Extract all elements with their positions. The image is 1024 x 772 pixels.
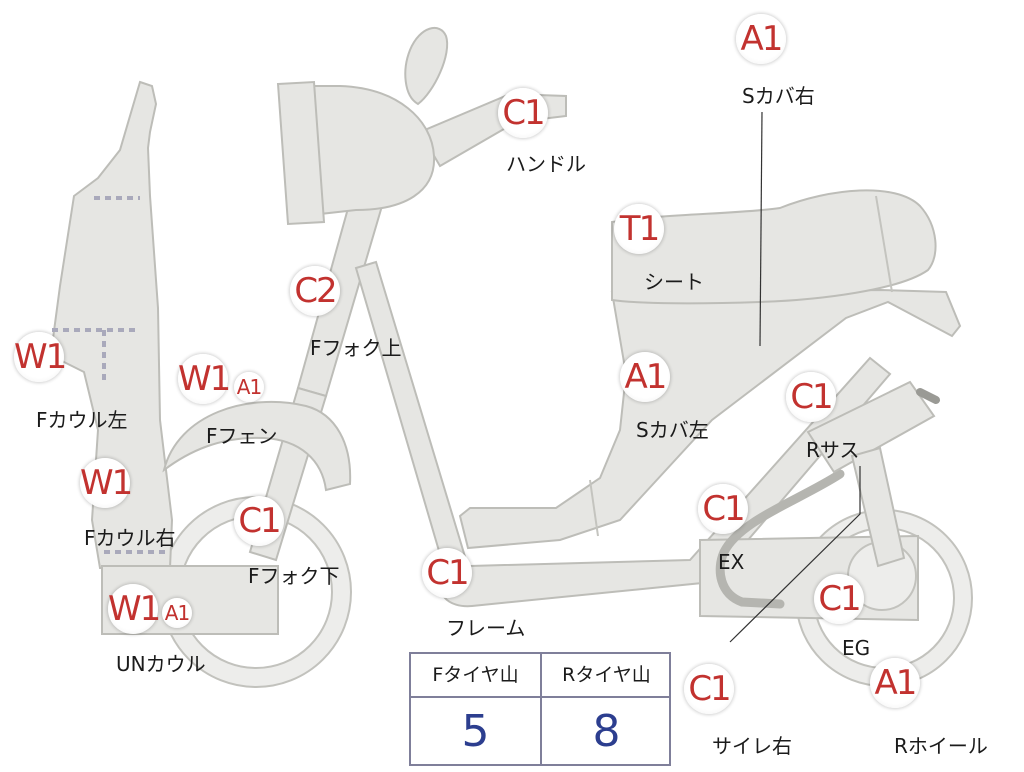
rear-shock-shape: [850, 446, 906, 568]
engine-code-badge: C1: [814, 574, 864, 624]
muffler-right-code-badge: C1: [684, 664, 734, 714]
handle-code-badge: C1: [498, 88, 548, 138]
leader-seat-cover-right: [759, 111, 763, 347]
cover-seam: [589, 479, 599, 537]
tire-table-divider: [540, 654, 542, 764]
frame-down-tube-shape: [354, 260, 468, 570]
front-fender-code-badge: W1: [178, 354, 231, 404]
front-fork-upper-code-badge: C2: [290, 266, 340, 316]
rear-tire-value: 8: [592, 706, 621, 757]
rear-suspension-label: Rサス: [806, 438, 860, 462]
front-fender-label: Fフェン: [206, 424, 278, 448]
leader-muffler-right: [729, 466, 861, 643]
exhaust-label: EX: [718, 550, 745, 574]
seat-cover-shape: [458, 288, 962, 550]
front-cowl-right-label: Fカウル右: [84, 526, 176, 550]
engine-label: EG: [842, 636, 871, 660]
handle-label: ハンドル: [506, 152, 586, 176]
under-cowl-code-badge: W1: [108, 584, 161, 634]
seat-shape: [611, 189, 937, 305]
exhaust-pipe: [715, 469, 845, 609]
under-cowl-code-badge-2: A1: [162, 598, 192, 628]
headlight-shape: [404, 26, 449, 106]
shock-bolt: [916, 388, 940, 404]
under-cowl-label: UNカウル: [116, 652, 206, 676]
frame-code-badge: C1: [422, 548, 472, 598]
rear-suspension-shape: [806, 380, 936, 474]
front-fender-code-badge-2: A1: [234, 372, 264, 402]
rear-wheel-label: Rホイール: [894, 734, 988, 758]
frame-label: フレーム: [446, 616, 526, 640]
front-fork-lower-code-badge: C1: [234, 496, 284, 546]
muffler-right-label: サイレ右: [712, 734, 792, 758]
seat-cover-left-code-badge: A1: [620, 352, 670, 402]
front-tire-value: 5: [461, 706, 490, 757]
rear-wheel-code-badge: A1: [870, 658, 920, 708]
front-cowl-left-label: Fカウル左: [36, 408, 128, 432]
front-cowl-right-code-badge: W1: [80, 458, 133, 508]
front-fork-upper-label: Fフォク上: [310, 336, 402, 360]
seat-cover-left-label: Sカバ左: [636, 418, 709, 442]
seat-cover-right-code-badge: A1: [736, 14, 786, 64]
exhaust-code-badge: C1: [698, 484, 748, 534]
seat-label: シート: [644, 270, 704, 294]
front-fork-lower-label: Fフォク下: [248, 564, 340, 588]
rear-suspension-code-badge: C1: [786, 372, 836, 422]
front-cowl-shape: [51, 80, 174, 569]
seat-code-badge: T1: [614, 204, 664, 254]
seat-cover-right-label: Sカバ右: [742, 84, 815, 108]
headlamp-body-shape: [276, 80, 326, 226]
tire-tread-table: Fタイヤ山 Rタイヤ山 5 8: [409, 652, 671, 766]
rear-tire-header: Rタイヤ山: [562, 664, 651, 686]
seat-seam: [875, 195, 893, 293]
front-tire-header: Fタイヤ山: [432, 664, 519, 686]
front-cowl-left-code-badge: W1: [14, 332, 67, 382]
front-fender-shape: [162, 400, 352, 492]
